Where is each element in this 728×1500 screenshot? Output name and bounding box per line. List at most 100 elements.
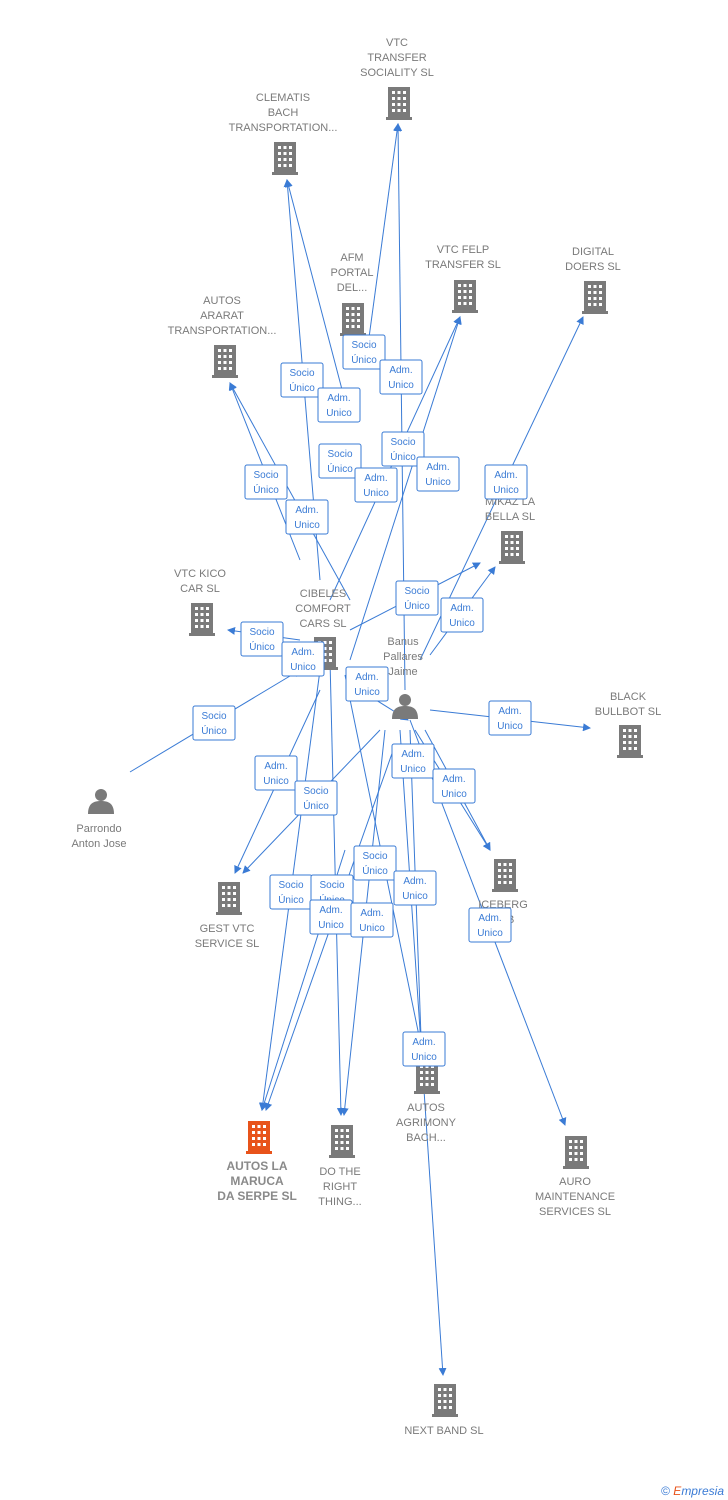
brand-logo-initial: E (673, 1484, 682, 1498)
edge-role-label[interactable]: Adm. Unico (391, 743, 435, 779)
edge-label-text: Unico (263, 776, 289, 787)
company-node-autos-agrimony[interactable]: AUTOSAGRIMONYBACH... (396, 1061, 457, 1144)
edge-role-label[interactable]: Adm.Unico (379, 359, 423, 395)
edge-label-box (350, 902, 394, 938)
company-node-clematis[interactable]: CLEMATISBACHTRANSPORTATION... (229, 92, 338, 175)
edge-role-label[interactable]: Adm.Unico (317, 387, 361, 423)
edge-role-label[interactable]: Adm.Unico (393, 870, 437, 906)
edge-label-text: Unico (402, 891, 428, 902)
node-label-line: DA SERPE SL (217, 1189, 297, 1203)
edge-label-text: Adm. (494, 470, 517, 481)
edge-role-label[interactable]: Adm.Unico (309, 899, 353, 935)
edge-role-label[interactable]: Adm.Unico (468, 907, 512, 943)
building-icon (272, 142, 298, 175)
building-icon (216, 882, 242, 915)
edge-label-box (395, 580, 439, 616)
edge-label-box (285, 499, 329, 535)
edge-label-text: Unico (326, 408, 352, 419)
edge-label-text: Adm. (389, 365, 412, 376)
node-label-line: AGRIMONY (396, 1117, 457, 1129)
building-icon (617, 725, 643, 758)
edge-role-label[interactable]: Adm.Unico (402, 1031, 446, 1067)
company-node-next-band[interactable]: NEXT BAND SL (404, 1384, 484, 1437)
edge-label-text: Socio (319, 880, 344, 891)
edge-label-text: Adm. (295, 505, 318, 516)
copyright-symbol: © (661, 1484, 670, 1498)
building-icon (499, 531, 525, 564)
edge-role-label[interactable]: Adm.Unico (281, 641, 325, 677)
node-label-line: BELLA SL (485, 511, 535, 523)
edge-label-text: Único (249, 640, 275, 653)
node-label-line: MARUCA (230, 1174, 284, 1188)
edge-label-box (440, 597, 484, 633)
node-label-line: NEXT BAND SL (404, 1425, 483, 1437)
edge-label-box (468, 907, 512, 943)
company-node-do-the-right[interactable]: DO THERIGHTTHING... (318, 1125, 362, 1208)
node-label-line: Banus (387, 636, 419, 648)
edge-label-box (488, 700, 532, 736)
edge-role-label[interactable]: Adm.Unico (354, 467, 398, 503)
edge-role-label[interactable]: Adm.Unico (488, 700, 532, 736)
edge-role-label[interactable]: Adm.Unico (345, 666, 389, 702)
edge-label-text: Unico (400, 764, 426, 775)
edge-role-label[interactable]: Adm. Unico (416, 456, 460, 492)
building-icon (432, 1384, 458, 1417)
edge-label-box (317, 387, 361, 423)
edge-label-text: Socio (201, 711, 226, 722)
edge-label-text: Adm. (401, 749, 424, 760)
edge-label-text: Adm. (426, 462, 449, 473)
node-label-line: TRANSFER (367, 52, 426, 64)
node-label-line: TRANSPORTATION... (229, 122, 338, 134)
company-node-afm[interactable]: AFMPORTALDEL... (331, 252, 374, 336)
edge-role-label[interactable]: Adm.Unico (285, 499, 329, 535)
footer-brand[interactable]: © Empresia (661, 1484, 724, 1498)
edge-label-text: Único (303, 799, 329, 812)
edge-label-text: Adm. (319, 905, 342, 916)
edge-role-label[interactable]: Adm.Unico (254, 755, 298, 791)
edge-label-text: Socio (390, 437, 415, 448)
edge-label-box (432, 768, 476, 804)
edge-label-text: Socio (404, 586, 429, 597)
company-node-autos-ararat[interactable]: AUTOSARARATTRANSPORTATION... (168, 295, 277, 378)
node-label-line: AUTOS LA (226, 1159, 287, 1173)
node-label-line: VTC KICO (174, 568, 226, 580)
edge-label-text: Único (390, 450, 416, 463)
edge-role-label[interactable]: Adm.Unico (350, 902, 394, 938)
node-label-line: AURO (559, 1176, 591, 1188)
edge-label-text: Socio (253, 470, 278, 481)
edge-role-label[interactable]: Adm.Unico (432, 768, 476, 804)
edge-role-label[interactable]: Adm.Unico (484, 464, 528, 500)
node-label-line: SOCIALITY SL (360, 67, 434, 79)
building-icon (212, 345, 238, 378)
edge-label-text: Unico (425, 477, 451, 488)
edge-role-label[interactable]: Adm.Unico (440, 597, 484, 633)
edge-label-box (416, 456, 460, 492)
edge-label-text: Adm. (478, 913, 501, 924)
node-label-line: AUTOS (203, 295, 241, 307)
edge-label-box (342, 334, 386, 370)
edge-label-text: Adm. (291, 647, 314, 658)
